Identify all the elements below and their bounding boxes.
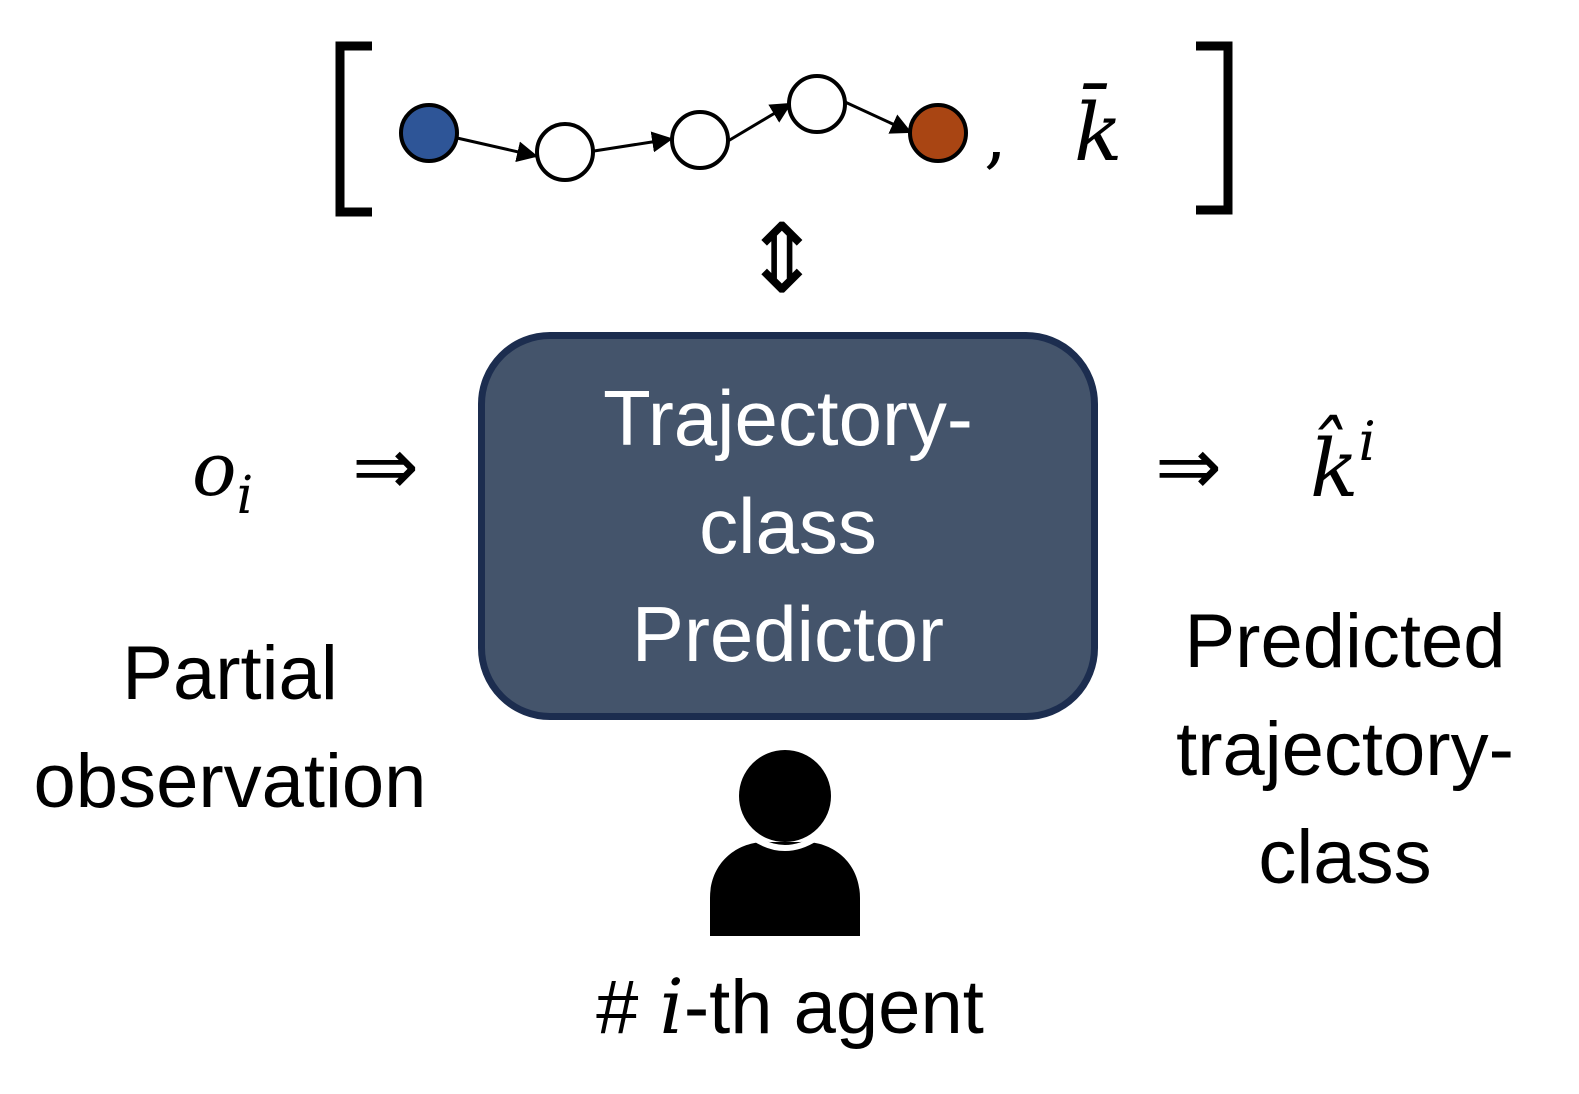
right-bracket <box>1196 41 1233 215</box>
output-label-line: Predicted <box>1184 599 1506 684</box>
partial-observation-label: Partial observation <box>0 620 460 836</box>
trajectory-class-predictor-box: Trajectory- class Predictor <box>478 332 1098 720</box>
output-superscript: i <box>1358 410 1375 473</box>
predictor-label: Trajectory- class Predictor <box>603 364 973 688</box>
trajectory-edge <box>456 136 539 163</box>
predictor-label-line: Trajectory- <box>603 374 973 462</box>
class-symbol-k-bar: k̄ <box>1074 83 1122 179</box>
trajectory-end-node <box>908 103 968 163</box>
input-label-line: Partial <box>122 631 338 716</box>
input-subscript: i <box>237 466 254 526</box>
output-symbol: k̂i <box>1310 410 1376 515</box>
input-symbol: oi <box>192 427 253 526</box>
input-arrow-icon: ⇒ <box>352 420 419 513</box>
agent-label: # i-th agent <box>596 962 984 1051</box>
output-arrow-icon: ⇒ <box>1155 420 1222 513</box>
sequence-separator: , <box>984 93 1007 177</box>
trajectory-edge <box>593 131 674 153</box>
predictor-label-line: class <box>699 482 877 570</box>
bidirectional-arrow-icon: ⇕ <box>742 203 822 315</box>
trajectory-edge <box>844 100 912 134</box>
trajectory-node <box>670 110 730 170</box>
left-bracket <box>335 41 372 217</box>
trajectory-node <box>535 122 595 182</box>
output-label-line: trajectory- <box>1176 707 1514 792</box>
trajectory-node <box>787 74 847 134</box>
predicted-trajectory-class-label: Predicted trajectory- class <box>1135 588 1555 912</box>
output-label-line: class <box>1258 815 1432 900</box>
predictor-label-line: Predictor <box>631 590 945 678</box>
trajectory-edge <box>727 102 792 143</box>
agent-index-var: i <box>659 962 684 1051</box>
person-icon <box>710 750 860 936</box>
input-label-line: observation <box>33 739 427 824</box>
trajectory-start-node <box>399 103 459 163</box>
